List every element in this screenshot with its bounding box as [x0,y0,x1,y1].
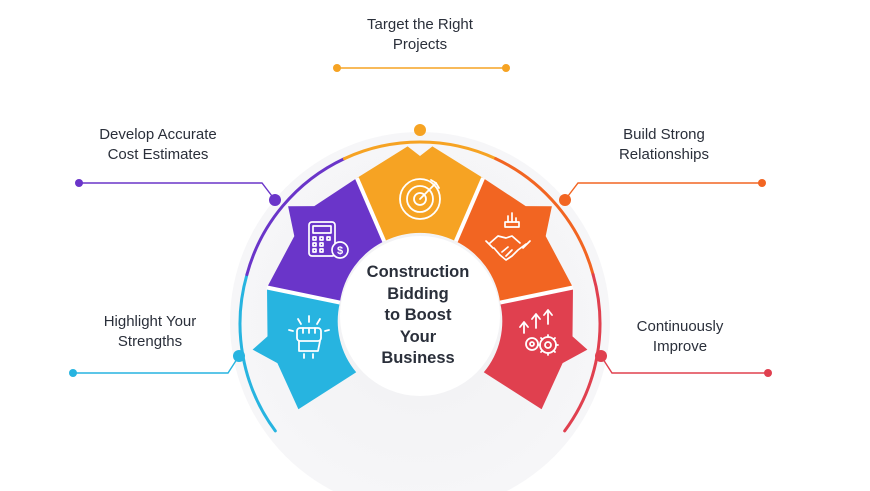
connector-estimates [79,182,276,201]
raised-fist-icon [288,315,330,359]
center-title: Construction Bidding to Boost Your Busin… [366,263,470,367]
label-target: Target the Right Projects [367,16,473,53]
segment-strengths [252,287,357,410]
label-improve: Continuously Improve [636,318,724,355]
label-strengths: Highlight Your Strengths [103,313,197,350]
segment-handshake [455,178,573,303]
outer-arc-purple [245,157,346,277]
segment-separators [266,177,574,305]
outer-arc-redorange [494,157,595,277]
svg-text:$: $ [337,245,343,257]
outer-arc-orange [342,140,498,161]
connectors [73,67,768,374]
connector-improve [600,355,768,374]
target-icon [399,178,441,220]
connector-dots [69,64,772,377]
growth-gears-icon [519,309,559,356]
center-circle [340,236,500,396]
connector-strengths [73,355,240,374]
calculator-dollar-icon: $ [308,221,349,259]
connector-relationships [564,182,762,201]
segment-estimates [267,178,385,303]
label-relationships: Build Strong Relationships [618,126,710,163]
label-estimates: Develop Accurate Cost Estimates [99,126,217,163]
handshake-icon [485,212,531,261]
